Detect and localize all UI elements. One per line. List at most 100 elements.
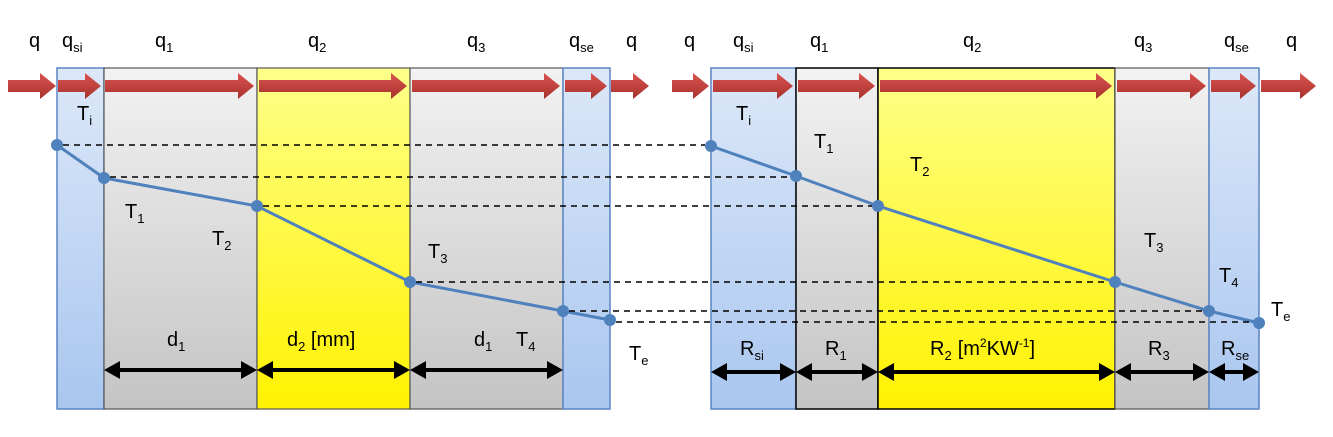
heat-arrow [259,73,407,99]
heat-arrow [1117,73,1206,99]
resistance-label-rsi: Rsi [740,338,764,363]
temperature-point [705,140,717,152]
flux-label-qsi: qsi [733,30,754,55]
temp-label-t3: T3 [1144,230,1163,255]
thickness-label-d2: d2 [mm] [287,329,355,354]
left-temperature-profile [56,143,611,322]
heat-arrow [105,73,254,99]
temp-label-ti: Ti [736,103,751,128]
temp-label-t2: T2 [910,154,929,179]
flux-label-q: q [626,30,637,52]
arrowhead [1243,363,1259,381]
temp-label-t4: T4 [1219,265,1238,290]
right-heat-flow-arrows [672,73,1316,99]
heat-arrow [58,73,101,99]
left-temperature-labels: Ti T1 T2 T3 T4 Te [77,103,648,368]
heat-arrow [672,73,709,99]
temp-label-t2: T2 [212,228,231,253]
heat-arrow [1211,73,1256,99]
arrowhead [878,363,894,381]
flux-label-qse: qse [1224,30,1249,55]
temperature-point [98,172,110,184]
resistance-label-r3: R3 [1148,338,1170,363]
heat-arrow [798,73,875,99]
left-thickness-labels: d1 d2 [mm] d1 [167,329,492,354]
left-dimension-arrowheads [104,361,563,379]
resistance-label-r1: R1 [825,338,847,363]
flux-label-q3: q3 [1134,30,1152,55]
dashed-temperature-connectors [63,144,1253,323]
thickness-label-d1: d1 [167,329,185,354]
heat-arrow [412,73,560,99]
temp-label-t1: T1 [814,131,833,156]
flux-label-q1: q1 [810,30,828,55]
left-layer-1 [103,67,258,410]
right-layer-1 [795,67,879,410]
arrowhead [862,363,878,381]
right-temperature-labels: Ti T1 T2 T3 T4 Te [736,103,1290,324]
resistance-label-r2: R2[m2KW-1] [930,336,1035,363]
flux-label-q: q [684,30,695,52]
left-layer-3 [409,67,564,410]
arrowhead [410,361,426,379]
heat-arrow [611,73,649,99]
arrowhead [796,363,812,381]
temperature-point [872,200,884,212]
left-flux-labels: q qsi q1 q2 q3 qse q [29,30,637,55]
right-resistance-labels: Rsi R1 R2[m2KW-1] R3 Rse [740,336,1249,363]
heat-arrow [1261,73,1316,99]
temperature-point [1109,276,1121,288]
flux-label-q1: q1 [155,30,173,55]
left-layer-2 [256,67,411,410]
heat-arrow [880,73,1112,99]
flux-label-qse: qse [569,30,594,55]
arrowhead [780,363,796,381]
arrowhead [1099,363,1115,381]
left-panel: q qsi q1 q2 q3 qse q Ti T1 T2 T3 T4 Te d… [8,30,649,410]
left-inner-surface-layer [56,67,105,410]
right-temperature-profile [710,144,1260,325]
temperature-point [1253,317,1265,329]
flux-label-q2: q2 [308,30,326,55]
temperature-point [404,276,416,288]
right-outer-surface-layer [1208,67,1260,410]
temperature-point [604,314,616,326]
arrowhead [1193,363,1209,381]
resistance-label-rse: Rse [1221,338,1249,363]
right-flux-labels: q qsi q1 q2 q3 qse q [684,30,1297,55]
right-dimension-arrowheads [711,363,1259,381]
right-panel: q qsi q1 q2 q3 qse q Ti T1 T2 T3 T4 Te R… [672,30,1316,410]
arrowhead [394,361,410,379]
flux-label-q3: q3 [467,30,485,55]
left-heat-flow-arrows [8,73,649,99]
arrowhead [711,363,727,381]
temp-label-te: Te [1271,299,1290,324]
left-outer-surface-layer [562,67,611,410]
heat-arrow [713,73,793,99]
arrowhead [257,361,273,379]
temperature-point [51,139,63,151]
flux-label-qsi: qsi [62,30,83,55]
arrowhead [1115,363,1131,381]
temperature-point [557,305,569,317]
arrowhead [241,361,257,379]
arrowhead [1209,363,1225,381]
arrowhead [104,361,120,379]
temp-label-ti: Ti [77,103,92,128]
temperature-point [1203,305,1215,317]
heat-arrow [8,73,56,99]
flux-label-q: q [29,30,40,52]
right-layer-3 [1114,67,1210,410]
temp-label-t4: T4 [516,329,535,354]
temp-label-t1: T1 [125,201,144,226]
arrowhead [547,361,563,379]
flux-label-q: q [1286,30,1297,52]
right-layer-2 [877,67,1116,410]
temperature-point [790,170,802,182]
right-inner-surface-layer [710,67,797,410]
temperature-point [251,200,263,212]
heat-arrow [565,73,607,99]
thickness-label-d1: d1 [474,329,492,354]
temp-label-te: Te [629,343,648,368]
